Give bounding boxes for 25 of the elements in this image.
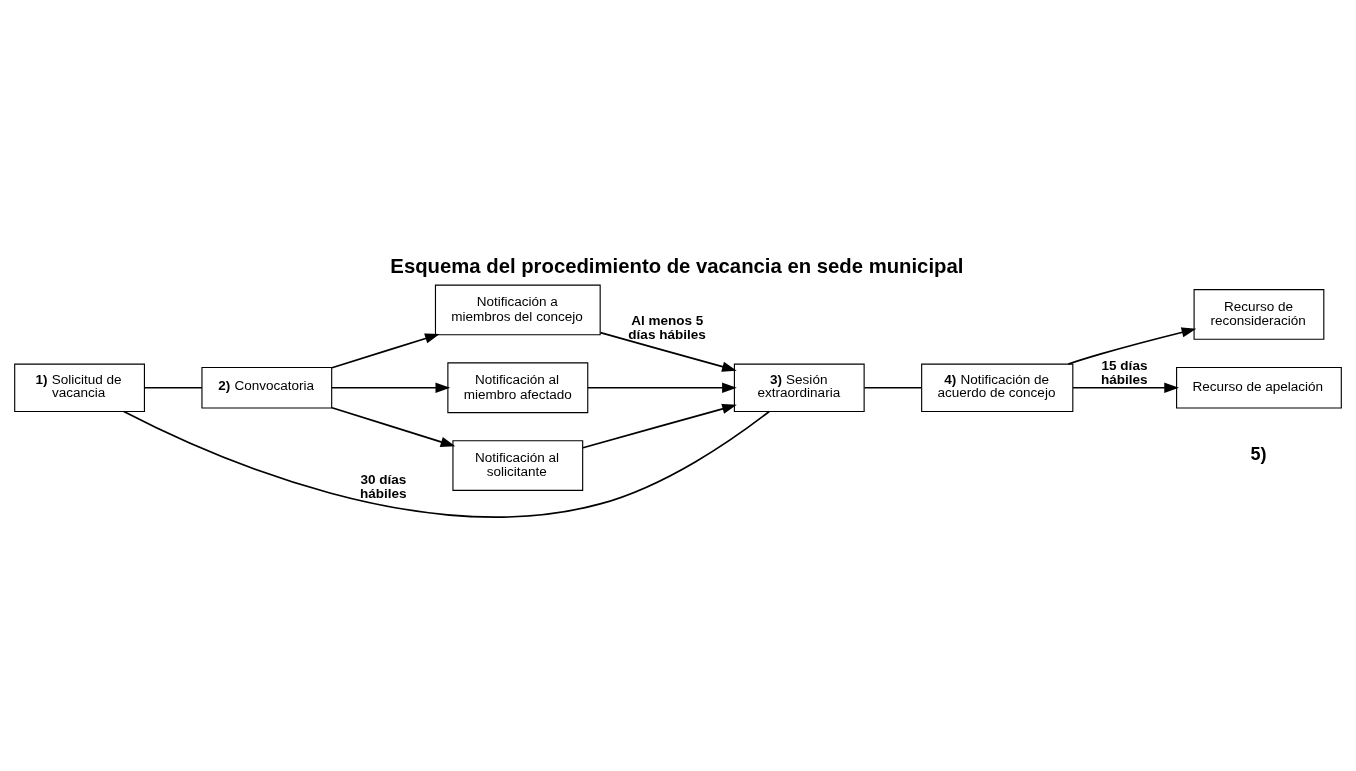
arrow <box>1067 327 1197 365</box>
diagram-title: Esquema del procedimiento de vacancia en sede municipal <box>390 255 964 278</box>
arrow <box>582 403 737 449</box>
node-box: 3) Sesión extraordinaria <box>733 363 865 412</box>
connector <box>144 386 203 389</box>
label: 5) <box>1250 443 1267 464</box>
edge-label: 30 días hábiles <box>359 472 407 501</box>
node-box: 1) Solicitud de vacancia <box>14 363 145 412</box>
arrow <box>331 382 451 393</box>
node-box: Recurso de reconsideración <box>1193 289 1325 340</box>
node-box: Notificación al solicitante <box>452 440 584 491</box>
edge-label: 15 días hábiles <box>1101 358 1148 387</box>
connector <box>863 386 923 389</box>
arrow <box>331 406 456 447</box>
arrow <box>587 382 737 393</box>
connector <box>122 410 771 518</box>
node-box: 4) Notificación de acuerdo de concejo <box>921 363 1074 412</box>
edge-label: Al menos 5 días hábiles <box>628 313 706 342</box>
node-box: Notificación a miembros del concejo <box>434 284 601 336</box>
arrow <box>1072 382 1179 393</box>
arrow <box>599 331 737 372</box>
node-box: Recurso de apelación <box>1176 366 1342 409</box>
node-box: 2) Convocatoria <box>201 366 333 409</box>
node-box: Notificación al miembro afectado <box>447 362 589 414</box>
arrow <box>331 333 440 369</box>
